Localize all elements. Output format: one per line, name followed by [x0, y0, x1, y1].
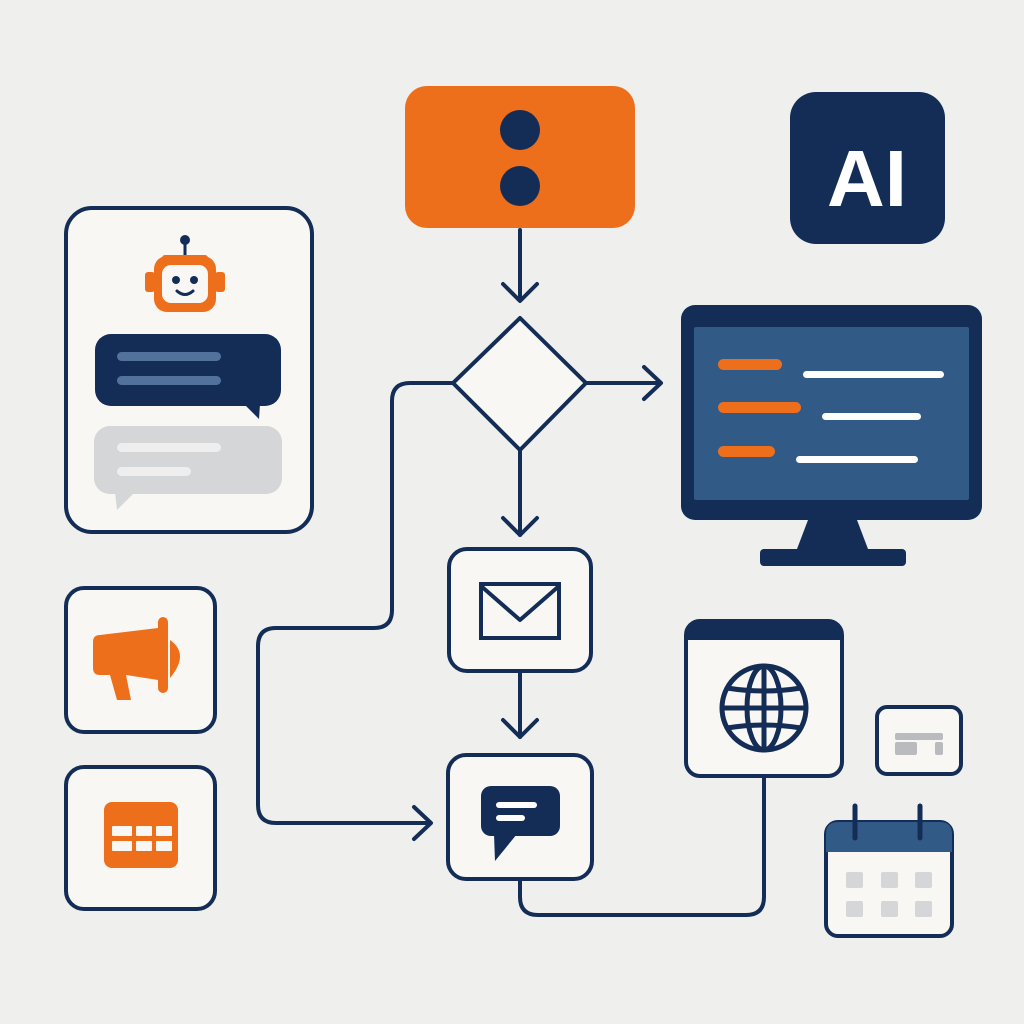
megaphone-card[interactable] [64, 586, 217, 734]
table-icon [104, 802, 178, 868]
arrowhead-decision-to-email [501, 516, 539, 537]
user-message-bubble [94, 426, 282, 510]
calendar-icon[interactable] [824, 803, 954, 938]
small-card[interactable] [875, 705, 963, 776]
bot-message-bubble [95, 334, 281, 419]
chat-node[interactable] [446, 753, 594, 881]
decision-node[interactable] [451, 316, 588, 452]
robot-icon [145, 235, 225, 312]
ai-badge[interactable]: AI [790, 92, 945, 244]
card-icon [895, 733, 943, 755]
envelope-icon [479, 582, 561, 640]
globe-icon [719, 663, 809, 753]
arrowhead-branch-to-chat [412, 805, 433, 841]
email-node[interactable] [447, 547, 593, 673]
connector-chat-to-globe [518, 775, 766, 917]
start-node[interactable] [405, 86, 635, 228]
arrowhead-email-to-chat [501, 718, 539, 739]
web-browser-card[interactable] [684, 619, 844, 778]
chatbot-panel[interactable] [64, 206, 314, 534]
connector-lines [256, 228, 766, 917]
table-card[interactable] [64, 765, 217, 911]
colon-dots-icon [500, 110, 540, 206]
arrowhead-start-to-decision [501, 282, 539, 303]
ai-badge-label: AI [827, 134, 907, 223]
arrowhead-decision-to-monitor [642, 365, 663, 401]
megaphone-icon [93, 617, 180, 700]
chat-bubble-icon [481, 786, 560, 861]
connector-decision-left-branch [256, 381, 455, 825]
diamond-icon [451, 316, 588, 452]
monitor-icon[interactable] [681, 305, 982, 566]
